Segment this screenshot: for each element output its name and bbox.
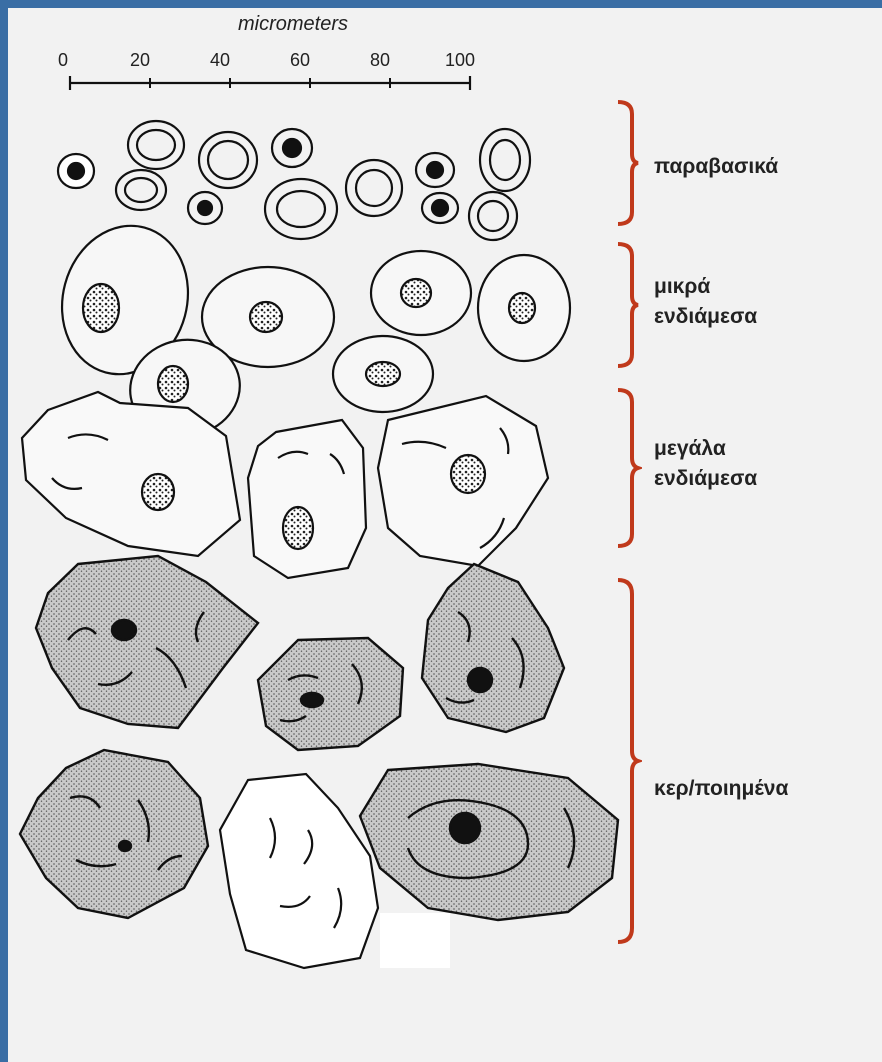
parabasal-cell xyxy=(58,154,94,188)
slide-canvas: micrometers 0 20 40 60 80 100 xyxy=(8,8,882,1062)
keratinized-cell xyxy=(36,556,258,728)
brace-parabasal xyxy=(612,98,642,228)
scale-tick-0: 0 xyxy=(58,50,68,70)
scale-tick-60: 60 xyxy=(290,50,310,70)
erased-patch xyxy=(380,913,450,968)
parabasal-cell xyxy=(272,129,312,167)
keratinized-cell xyxy=(360,764,618,920)
parabasal-cell xyxy=(199,132,257,188)
parabasal-cell xyxy=(346,160,402,216)
parabasal-cell xyxy=(469,192,517,240)
scale-tick-100: 100 xyxy=(445,50,475,70)
label-keratinized: κερ/ποιημένα xyxy=(654,774,788,804)
parabasal-cell xyxy=(422,193,458,223)
scale-title: micrometers xyxy=(238,13,348,35)
small-intermediate-cell xyxy=(478,255,570,361)
brace-small-intermediate xyxy=(612,240,642,370)
brace-keratinized xyxy=(612,576,642,946)
scale-tick-20: 20 xyxy=(130,50,150,70)
keratinized-cell xyxy=(258,638,403,750)
keratinized-cell xyxy=(422,564,564,732)
large-intermediate-cell xyxy=(248,420,366,578)
label-large-intermediate: μεγάλα ενδιάμεσα xyxy=(654,434,757,494)
large-intermediate-cells xyxy=(22,392,548,578)
parabasal-cell xyxy=(416,153,454,187)
brace-large-intermediate xyxy=(612,386,642,550)
parabasal-cell xyxy=(265,179,337,239)
label-small-intermediate: μικρά ενδιάμεσα xyxy=(654,272,757,332)
parabasal-cells xyxy=(58,121,530,240)
label-parabasal: παραβασικά xyxy=(654,152,778,182)
keratinized-cell xyxy=(20,750,208,918)
scale-tick-80: 80 xyxy=(370,50,390,70)
cell-illustration: micrometers 0 20 40 60 80 100 xyxy=(8,8,628,1062)
scale-bar: micrometers 0 20 40 60 80 100 xyxy=(58,13,475,90)
small-intermediate-cell xyxy=(371,251,471,335)
parabasal-cell xyxy=(188,192,222,224)
parabasal-cell xyxy=(128,121,184,169)
parabasal-cell xyxy=(480,129,530,191)
large-intermediate-cell xyxy=(378,396,548,566)
parabasal-cell xyxy=(116,170,166,210)
small-intermediate-cell xyxy=(333,336,433,412)
pale-squame-cell xyxy=(220,774,378,968)
scale-tick-40: 40 xyxy=(210,50,230,70)
